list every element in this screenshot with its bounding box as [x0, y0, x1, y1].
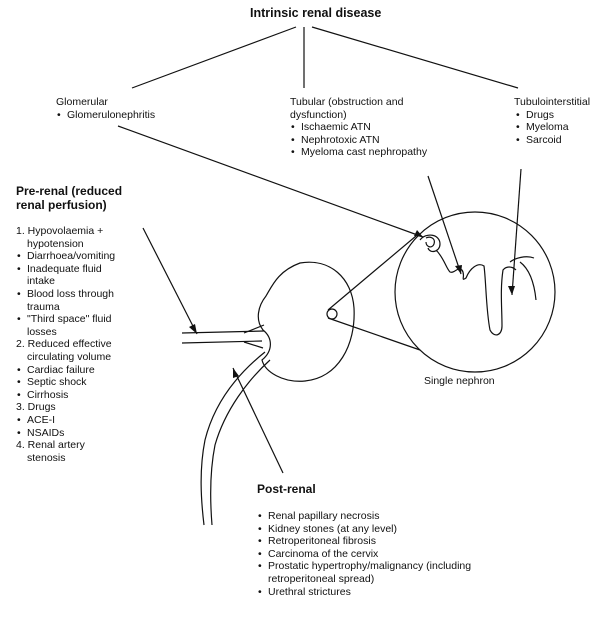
- glomerular-item: Glomerulonephritis: [56, 109, 196, 122]
- prerenal-line: hypotension: [16, 238, 166, 251]
- postrenal-item: Kidney stones (at any level): [257, 523, 577, 536]
- prerenal-line: stenosis: [16, 452, 166, 465]
- prerenal-line: Blood loss through: [16, 288, 166, 301]
- tubulointerstitial-item: Myeloma: [515, 121, 613, 134]
- single-nephron-label: Single nephron: [424, 375, 495, 388]
- tubular-item: Ischaemic ATN: [290, 121, 480, 134]
- postrenal-block: Post-renal Renal papillary necrosisKidne…: [257, 482, 577, 598]
- prerenal-line: 2. Reduced effective: [16, 338, 166, 351]
- nephron-tubule: [420, 235, 536, 335]
- postrenal-item: Retroperitoneal fibrosis: [257, 535, 577, 548]
- branch-line-glomerular: [132, 27, 296, 88]
- tubulointerstitial-item: Drugs: [515, 109, 613, 122]
- intrinsic-title: Intrinsic renal disease: [250, 6, 381, 20]
- postrenal-title: Post-renal: [257, 482, 577, 496]
- prerenal-line: "Third space" fluid: [16, 313, 166, 326]
- glomerular-heading: Glomerular: [56, 96, 196, 109]
- kidney-focus-circle: [327, 309, 337, 319]
- prerenal-title-line1: Pre-renal (reduced: [16, 184, 166, 198]
- tubulointerstitial-block: Tubulointerstitial Drugs Myeloma Sarcoid: [514, 96, 613, 146]
- prerenal-line: Cardiac failure: [16, 364, 166, 377]
- postrenal-list: Renal papillary necrosisKidney stones (a…: [257, 510, 577, 598]
- nephron-glomerulus: [426, 237, 434, 247]
- tubular-block: Tubular (obstruction and dysfunction) Is…: [290, 96, 480, 159]
- leader-line-postrenal: [233, 368, 283, 473]
- prerenal-line: losses: [16, 326, 166, 339]
- renal-vein: [182, 341, 262, 343]
- glomerular-block: Glomerular Glomerulonephritis: [56, 96, 196, 121]
- tubular-item: Myeloma cast nephropathy: [290, 146, 480, 159]
- arrowhead-tubular: [455, 265, 462, 274]
- tubulointerstitial-item: Sarcoid: [515, 134, 613, 147]
- prerenal-line: 1. Hypovolaemia +: [16, 225, 166, 238]
- postrenal-item: Renal papillary necrosis: [257, 510, 577, 523]
- postrenal-item: Prostatic hypertrophy/malignancy (includ…: [257, 560, 577, 573]
- tubular-item: Nephrotoxic ATN: [290, 134, 480, 147]
- prerenal-line: Septic shock: [16, 376, 166, 389]
- postrenal-item: retroperitoneal spread): [257, 573, 577, 586]
- prerenal-line: 4. Renal artery: [16, 439, 166, 452]
- tubular-heading-line1: Tubular (obstruction and: [290, 96, 480, 109]
- arrowhead-postrenal: [233, 368, 239, 378]
- arrowhead-tubulointerstitial: [508, 286, 515, 295]
- branch-line-tubulointerstitial: [312, 27, 518, 88]
- prerenal-line: circulating volume: [16, 351, 166, 364]
- prerenal-block: Pre-renal (reduced renal perfusion) 1. H…: [16, 184, 166, 464]
- prerenal-line: 3. Drugs: [16, 401, 166, 414]
- prerenal-line: NSAIDs: [16, 427, 166, 440]
- magnifier-line-top: [328, 236, 416, 310]
- prerenal-line: ACE-I: [16, 414, 166, 427]
- postrenal-item: Urethral strictures: [257, 586, 577, 599]
- leader-line-tubulointerstitial: [512, 169, 521, 295]
- postrenal-item: Carcinoma of the cervix: [257, 548, 577, 561]
- prerenal-line: Cirrhosis: [16, 389, 166, 402]
- leader-line-tubular: [428, 176, 461, 274]
- arrowhead-glomerular: [414, 230, 423, 237]
- magnifier-line-bottom: [328, 318, 420, 350]
- prerenal-title-line2: renal perfusion): [16, 198, 166, 212]
- tubular-heading-line2: dysfunction): [290, 109, 480, 122]
- prerenal-line: trauma: [16, 301, 166, 314]
- tubulointerstitial-heading: Tubulointerstitial: [514, 96, 613, 109]
- prerenal-list: 1. Hypovolaemia +hypotensionDiarrhoea/vo…: [16, 225, 166, 464]
- renal-vessel-branch: [244, 325, 264, 348]
- prerenal-line: Diarrhoea/vomiting: [16, 250, 166, 263]
- prerenal-line: intake: [16, 275, 166, 288]
- prerenal-line: Inadequate fluid: [16, 263, 166, 276]
